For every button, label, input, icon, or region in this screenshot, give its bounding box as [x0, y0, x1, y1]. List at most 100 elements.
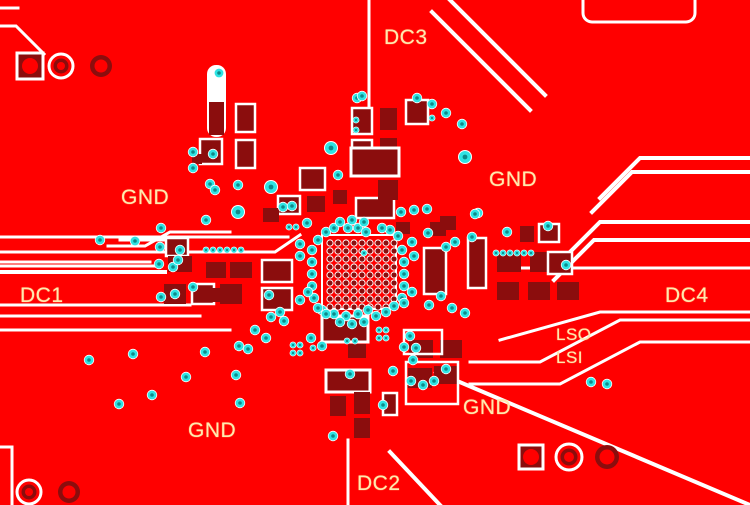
via [127, 348, 139, 360]
via [428, 114, 436, 122]
via [174, 244, 186, 256]
via [408, 204, 420, 216]
via [352, 116, 360, 124]
bga-pad [391, 248, 397, 254]
bga-pad [351, 264, 357, 270]
bga-pad [367, 256, 373, 262]
bga-pad [343, 248, 349, 254]
via [375, 334, 383, 342]
bga-pad [391, 264, 397, 270]
bga-pad [391, 280, 397, 286]
via [387, 365, 399, 377]
via [324, 141, 338, 155]
bga-pad [383, 272, 389, 278]
via [370, 310, 382, 322]
via [209, 184, 221, 196]
bga-pad [375, 256, 381, 262]
via [458, 150, 472, 164]
bga-pad [375, 296, 381, 302]
bga-pad [383, 288, 389, 294]
bga-pad [359, 272, 365, 278]
via [344, 368, 356, 380]
via [405, 375, 417, 387]
via [398, 297, 410, 309]
bga-pad [343, 264, 349, 270]
via [230, 369, 242, 381]
via [440, 107, 452, 119]
via [155, 291, 167, 303]
bga-pad [327, 272, 333, 278]
via [320, 308, 332, 320]
bga-pad [375, 280, 381, 286]
via [305, 332, 317, 344]
via [213, 67, 225, 79]
bga-pad [383, 256, 389, 262]
bga-pad [383, 280, 389, 286]
via [501, 226, 513, 238]
via [492, 249, 500, 257]
bga-pad [351, 256, 357, 262]
via [560, 259, 572, 271]
via [351, 337, 359, 345]
via [289, 349, 297, 357]
via [294, 238, 306, 250]
via [146, 389, 158, 401]
bga-pad [391, 296, 397, 302]
via [456, 118, 468, 130]
via [542, 220, 554, 232]
via [216, 246, 224, 254]
via [404, 330, 416, 342]
via [294, 294, 306, 306]
via [207, 148, 219, 160]
bga-pad [351, 240, 357, 246]
via [264, 180, 278, 194]
via [396, 244, 408, 256]
via [327, 430, 339, 442]
via [155, 222, 167, 234]
via [422, 227, 434, 239]
via [382, 334, 390, 342]
via [302, 286, 314, 298]
bga-pad [335, 272, 341, 278]
via [294, 250, 306, 262]
via [346, 318, 358, 330]
bga-pad [327, 280, 333, 286]
bga-pad [351, 296, 357, 302]
via [263, 289, 275, 301]
via [343, 337, 351, 345]
via [334, 316, 346, 328]
bga-pad [367, 296, 373, 302]
via [446, 302, 458, 314]
via [435, 290, 447, 302]
bga-pad [375, 272, 381, 278]
bga-pad [327, 288, 333, 294]
via [154, 241, 166, 253]
bga-pad [351, 288, 357, 294]
via [223, 246, 231, 254]
bga-pad [351, 272, 357, 278]
via [358, 316, 370, 328]
bga-pad [343, 256, 349, 262]
via [499, 249, 507, 257]
via [466, 231, 478, 243]
via [377, 399, 389, 411]
bga-pad [327, 240, 333, 246]
via [408, 250, 420, 262]
bga-pad [327, 248, 333, 254]
via [520, 249, 528, 257]
bga-pad [351, 280, 357, 286]
via [407, 354, 419, 366]
via [417, 379, 429, 391]
via [199, 346, 211, 358]
mh-bottom-right-plain [595, 445, 619, 469]
via [360, 226, 372, 238]
via [382, 326, 390, 334]
via [202, 246, 210, 254]
via [601, 378, 613, 390]
via [286, 200, 298, 212]
via [352, 126, 360, 134]
via [187, 281, 199, 293]
via [398, 256, 410, 268]
